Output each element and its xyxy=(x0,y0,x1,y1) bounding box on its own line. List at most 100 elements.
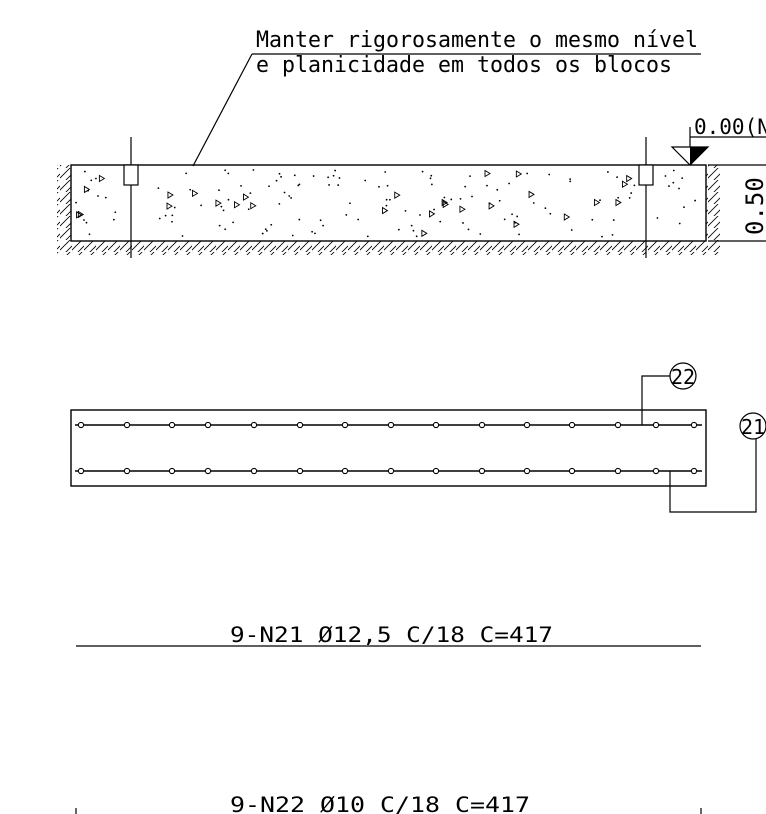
aggregate-dot xyxy=(293,174,296,177)
aggregate-dot xyxy=(283,191,286,194)
aggregate-dot xyxy=(384,171,387,173)
level-label: 0.00(N xyxy=(694,115,766,139)
rebar-dot xyxy=(478,467,486,475)
aggregate-dot xyxy=(544,207,547,210)
aggregate-dot xyxy=(322,224,325,227)
bar-n21-spec: 9-N21 Ø12,5 C/18 C=417 xyxy=(230,623,553,647)
aggregate-dot xyxy=(278,172,281,175)
aggregate-dot xyxy=(459,198,462,200)
aggregate-dot xyxy=(599,199,601,202)
aggregate-dot xyxy=(397,228,400,231)
rebar-dot xyxy=(568,467,576,475)
aggregate-dot xyxy=(220,205,223,208)
aggregate-dot xyxy=(656,217,659,219)
aggregate-dot xyxy=(412,229,415,232)
aggregate-dot xyxy=(496,188,499,191)
aggregate-dot xyxy=(158,217,161,220)
aggregate-dot xyxy=(232,221,234,224)
section-view: Manter rigorosamente o mesmo nível e pla… xyxy=(57,28,766,258)
aggregate-dot xyxy=(328,184,330,186)
aggregate-dot xyxy=(247,208,250,211)
aggregate-dot xyxy=(268,185,270,188)
aggregate-stone xyxy=(382,206,389,215)
rebar-dot xyxy=(123,421,131,429)
aggregate-dot xyxy=(469,175,471,178)
aggregate-dot xyxy=(508,182,511,185)
rebar-dot xyxy=(341,467,349,475)
aggregate-stone xyxy=(192,189,199,198)
aggregate-dot xyxy=(612,219,615,221)
aggregate-dot xyxy=(601,235,603,238)
aggregate-dot xyxy=(261,232,264,235)
aggregate-dot xyxy=(349,202,351,205)
note-line-2: e planicidade em todos os blocos xyxy=(256,53,672,78)
aggregate-dot xyxy=(218,189,220,192)
rebar-dot xyxy=(123,467,131,475)
tag-21-leader xyxy=(669,439,757,513)
rebar-dot xyxy=(387,421,395,429)
aggregate-dot xyxy=(430,174,433,177)
concrete-aggregate xyxy=(75,169,697,238)
aggregate-dot xyxy=(240,184,242,187)
aggregate-dot xyxy=(83,219,85,221)
rebar-dot xyxy=(523,467,531,475)
rebar-dot xyxy=(387,467,395,475)
aggregate-dot xyxy=(112,218,115,221)
aggregate-dot xyxy=(95,177,97,180)
aggregate-dot xyxy=(486,184,488,187)
rebar-dot xyxy=(250,421,258,429)
tag-22-bubble xyxy=(669,362,697,390)
rebar-dot xyxy=(168,421,176,429)
note-leader xyxy=(192,53,253,167)
aggregate-dot xyxy=(291,234,294,237)
aggregate-stone xyxy=(488,202,495,210)
aggregate-dot xyxy=(668,185,670,187)
rebar-dot xyxy=(296,467,304,475)
aggregate-stone xyxy=(243,193,250,201)
aggregate-dot xyxy=(678,187,680,190)
aggregate-dot xyxy=(312,175,315,177)
height-dimension: 0.50 xyxy=(708,164,766,242)
rebar-dot xyxy=(296,421,304,429)
aggregate-dot xyxy=(357,218,360,221)
aggregate-dot xyxy=(503,218,506,221)
aggregate-dot xyxy=(345,214,348,216)
tag-21-label: 21 xyxy=(741,415,765,439)
aggregate-stone xyxy=(166,202,173,210)
tag-21-bubble xyxy=(739,412,766,440)
aggregate-dot xyxy=(678,222,681,225)
aggregate-stone xyxy=(215,199,222,207)
aggregate-dot xyxy=(633,184,636,187)
aggregate-dot xyxy=(249,192,252,195)
aggregate-dot xyxy=(410,224,413,227)
aggregate-dot xyxy=(319,219,322,222)
aggregate-dot xyxy=(83,170,86,173)
aggregate-dot xyxy=(681,177,684,179)
rebar-dot xyxy=(478,421,486,429)
aggregate-stone xyxy=(98,174,106,183)
rebar-dot xyxy=(204,467,212,475)
aggregate-stone xyxy=(76,211,83,219)
aggregate-dot xyxy=(672,181,675,184)
aggregate-dot xyxy=(664,175,667,177)
aggregate-dot xyxy=(419,214,421,216)
aggregate-dot xyxy=(181,235,184,237)
aggregate-dot xyxy=(298,218,301,221)
aggregate-dot xyxy=(227,198,230,201)
aggregate-dot xyxy=(570,229,573,231)
concrete-block xyxy=(70,164,707,242)
aggregate-dot xyxy=(526,172,529,175)
aggregate-dot xyxy=(467,228,470,231)
aggregate-dot xyxy=(607,171,609,173)
aggregate-dot xyxy=(171,214,174,217)
rebar-dot xyxy=(168,467,176,475)
rebar-dot xyxy=(77,421,85,429)
rebar-cross-sections xyxy=(77,421,698,475)
soil-hatch-left xyxy=(57,165,71,241)
aggregate-dot xyxy=(694,199,697,202)
level-triangle-fill xyxy=(690,147,708,165)
tag-22-label: 22 xyxy=(671,365,695,389)
aggregate-dot xyxy=(443,196,446,199)
aggregate-dot xyxy=(275,179,278,182)
aggregate-stone xyxy=(442,200,450,209)
